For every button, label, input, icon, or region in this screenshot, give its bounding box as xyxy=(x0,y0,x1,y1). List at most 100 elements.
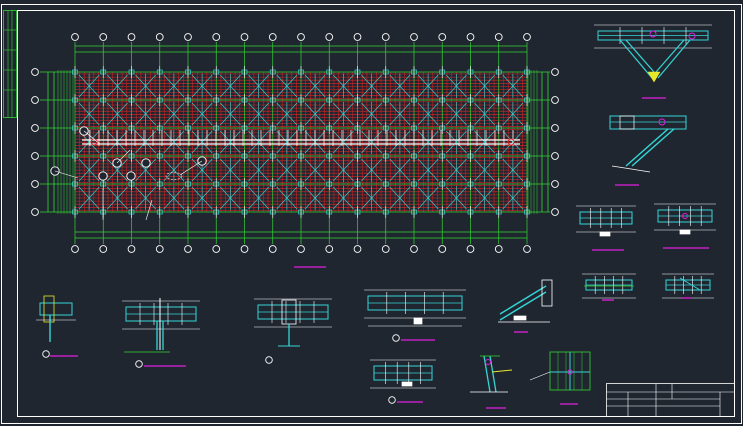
plate xyxy=(679,229,691,235)
bracing xyxy=(304,186,316,199)
bracing xyxy=(389,113,401,126)
bracing xyxy=(389,186,401,199)
axis-bubble-bottom xyxy=(212,245,221,253)
bracing xyxy=(502,102,514,115)
axis-bubble-right xyxy=(551,124,559,132)
bracing xyxy=(163,169,175,182)
bracing xyxy=(78,169,90,182)
bracing xyxy=(286,113,298,126)
bracing xyxy=(427,169,439,182)
axis-bubble-right xyxy=(551,208,559,216)
bracing xyxy=(333,74,344,87)
bracing xyxy=(163,197,175,210)
bracing xyxy=(361,197,372,210)
bracing xyxy=(333,169,344,182)
bracing xyxy=(163,158,175,171)
bracing xyxy=(304,102,316,115)
bracing xyxy=(417,158,429,171)
bracing xyxy=(371,158,382,171)
axis-bubble-bottom xyxy=(71,245,79,253)
bracing xyxy=(258,85,269,98)
bracing xyxy=(191,186,203,199)
bracing xyxy=(230,186,241,199)
bracing xyxy=(258,197,269,210)
axis-bubble-top xyxy=(410,33,418,41)
bracing xyxy=(248,85,259,98)
ridge xyxy=(82,130,520,146)
bracing xyxy=(173,113,185,126)
bracing xyxy=(446,158,457,171)
bracing xyxy=(371,74,382,87)
plate xyxy=(599,231,611,237)
bracing xyxy=(389,74,401,87)
bracing xyxy=(78,186,90,199)
connection-plate xyxy=(491,369,513,373)
bracing xyxy=(201,158,213,171)
column xyxy=(489,355,497,393)
bracing xyxy=(276,102,288,115)
bracing xyxy=(502,74,514,87)
bracing xyxy=(361,169,372,182)
bracing xyxy=(201,102,213,115)
bracing xyxy=(361,113,372,126)
brace xyxy=(679,277,701,291)
bracing xyxy=(474,102,485,115)
bracing xyxy=(389,85,401,98)
bracing xyxy=(117,113,128,126)
bracing xyxy=(248,186,259,199)
bracing xyxy=(173,186,185,199)
bracing xyxy=(333,186,344,199)
bracing xyxy=(417,113,429,126)
bracing xyxy=(230,169,241,182)
axis-bubble-bottom xyxy=(438,245,447,253)
bracing xyxy=(456,197,467,210)
bracing xyxy=(248,113,259,126)
bracing xyxy=(135,158,146,171)
bracing xyxy=(258,74,269,87)
axis-bubble-top xyxy=(127,33,136,41)
axis-bubble-top xyxy=(466,33,475,41)
bracing xyxy=(417,186,429,199)
bracing xyxy=(502,197,514,210)
brace xyxy=(625,39,655,73)
bracing xyxy=(333,158,344,171)
axis-bubble-top xyxy=(494,33,503,41)
bracing xyxy=(78,158,90,171)
bracing xyxy=(502,158,514,171)
bracing xyxy=(446,113,457,126)
bracing xyxy=(333,197,344,210)
sloped-member xyxy=(499,291,547,321)
bracing xyxy=(304,197,316,210)
bracing xyxy=(389,158,401,171)
axis-bubble-bottom xyxy=(240,245,249,253)
bracing xyxy=(427,102,439,115)
end-plate xyxy=(619,115,635,130)
bracing xyxy=(107,85,118,98)
bracing xyxy=(78,113,90,126)
bracing xyxy=(389,102,401,115)
bracing xyxy=(304,85,316,98)
bracing xyxy=(258,186,269,199)
axis-bubble-bottom xyxy=(325,245,334,253)
base-line xyxy=(611,165,651,173)
bracing xyxy=(276,186,288,199)
bracing xyxy=(286,169,298,182)
bracing xyxy=(145,158,156,171)
bracing xyxy=(163,85,175,98)
bracing xyxy=(276,85,288,98)
axis-bubble-bottom xyxy=(99,245,108,253)
bracing xyxy=(446,74,457,87)
plate xyxy=(413,317,423,325)
brace xyxy=(619,39,653,79)
axis-bubble-right xyxy=(551,96,559,104)
bracing xyxy=(191,85,203,98)
bracing xyxy=(371,102,382,115)
axis-bubble-bottom xyxy=(297,245,305,253)
bracing xyxy=(314,197,326,210)
bracing xyxy=(145,85,156,98)
detail-tag xyxy=(392,334,400,342)
connection-details xyxy=(36,24,716,409)
bracing xyxy=(446,169,457,182)
beam-section xyxy=(39,302,73,316)
bracing xyxy=(314,158,326,171)
